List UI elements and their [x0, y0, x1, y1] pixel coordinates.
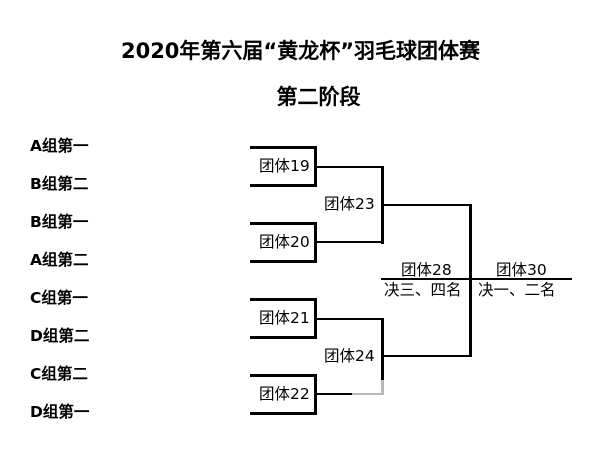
bracket-line [381, 278, 572, 280]
bracket-line [250, 298, 317, 301]
bracket-line [381, 166, 384, 244]
seed-label: D组第二 [30, 327, 90, 345]
bracket-line [250, 146, 317, 149]
match-label: 团体24 [324, 347, 375, 365]
bracket-line [384, 204, 472, 206]
match-description: 决三、四名 [384, 281, 462, 299]
stage-subtitle: 第二阶段 [276, 85, 361, 109]
bracket-line [250, 412, 317, 415]
seed-label: D组第一 [30, 403, 90, 421]
seed-label: C组第二 [30, 365, 88, 383]
bracket-line [250, 222, 317, 225]
match-label: 团体28 [401, 261, 452, 279]
match-label: 团体30 [496, 261, 547, 279]
bracket-line [314, 298, 317, 339]
seed-label: C组第一 [30, 289, 88, 307]
bracket-line-faded [381, 380, 384, 395]
bracket-line [250, 260, 317, 263]
bracket-line [381, 318, 384, 380]
page-title: 2020年第六届“黄龙杯”羽毛球团体赛 [120, 39, 481, 63]
seed-label: B组第一 [30, 213, 89, 231]
bracket-line [314, 374, 317, 415]
match-description: 决一、二名 [478, 281, 556, 299]
bracket-line [469, 204, 472, 357]
bracket-line [250, 374, 317, 377]
match-label: 团体19 [259, 157, 310, 175]
match-label: 团体22 [259, 385, 310, 403]
bracket-line [250, 184, 317, 187]
bracket-line [317, 393, 352, 395]
bracket-line-faded [352, 393, 384, 395]
bracket-line [317, 166, 384, 168]
match-label: 团体20 [259, 233, 310, 251]
bracket-line [314, 146, 317, 187]
seed-label: A组第一 [30, 137, 89, 155]
seed-label: A组第二 [30, 251, 89, 269]
bracket-line [250, 336, 317, 339]
bracket-line [384, 355, 472, 357]
bracket-line [317, 318, 384, 320]
match-label: 团体23 [324, 195, 375, 213]
match-label: 团体21 [259, 309, 310, 327]
seed-label: B组第二 [30, 175, 89, 193]
bracket-line [317, 241, 384, 243]
bracket-line [314, 222, 317, 263]
